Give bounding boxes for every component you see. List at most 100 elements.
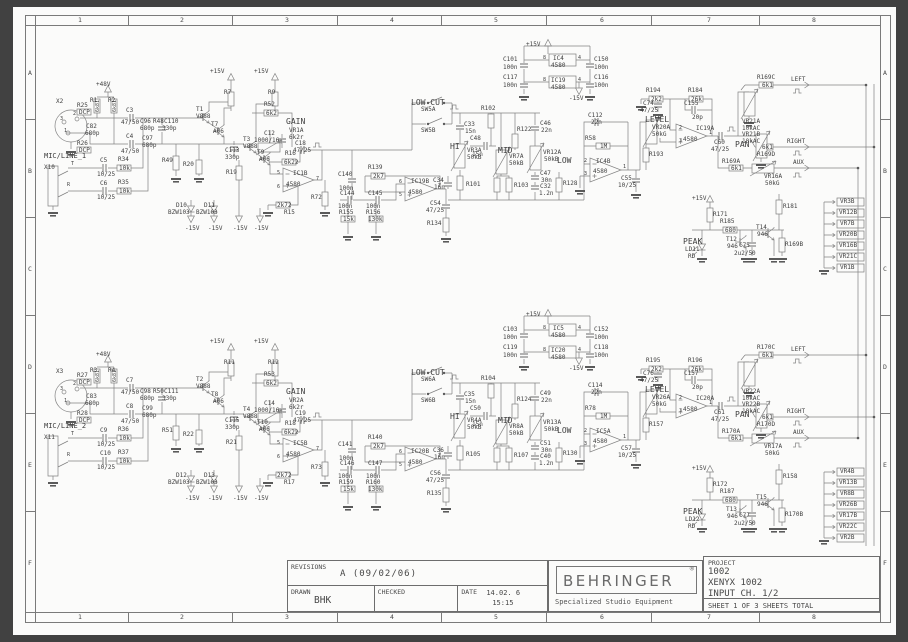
schematic-text: -15V <box>208 225 223 232</box>
schematic-text: 10/25 <box>97 171 116 178</box>
schematic-text: 100n <box>339 455 354 462</box>
schematic-text: C96 <box>140 118 151 125</box>
schematic-text: 100n <box>338 203 353 210</box>
schematic-text: DCP <box>79 417 90 424</box>
schematic-text: R36 <box>118 426 129 433</box>
schematic-text: R139 <box>368 164 383 171</box>
schematic-text: V888 <box>243 143 258 150</box>
schematic-text: IC5A <box>596 428 611 435</box>
schematic-text: MIC/LINE_1 <box>44 152 87 160</box>
schematic-text: 5 <box>277 170 281 176</box>
schematic-text: 6 <box>277 184 281 190</box>
schematic-text: 946 <box>757 501 768 508</box>
schematic-text: 4580 <box>551 354 566 361</box>
schematic-text: R160 <box>366 479 381 486</box>
brand-name: BEHRINGER <box>563 572 675 590</box>
brand-block: BEHRINGER ® Specialized Studio Equipment <box>548 560 703 612</box>
frame-divider <box>128 15 129 25</box>
schematic-text: 330p <box>162 125 177 132</box>
schematic-text: SW5A <box>421 106 436 113</box>
frame-divider <box>337 15 338 25</box>
schematic-text: 47/25 <box>640 377 659 384</box>
schematic-text: 10k <box>119 165 130 172</box>
frame-reference: 3 <box>285 16 289 24</box>
schematic-text: 47/25 <box>426 207 445 214</box>
schematic-text: 10kAC <box>742 125 761 132</box>
schematic-text: T1 <box>196 106 204 113</box>
schematic-text: 6k2 <box>266 380 277 387</box>
schematic-text: R172 <box>713 481 728 488</box>
schematic-text: LD11 <box>685 246 700 253</box>
schematic-text: R11 <box>224 359 235 366</box>
schematic-text: C8 <box>126 403 134 410</box>
schematic-text: 680p <box>142 412 157 419</box>
time-value: 15:15 <box>492 599 514 607</box>
schematic-text: R170C <box>757 344 776 351</box>
frame-reference: B <box>883 167 887 175</box>
schematic-text: 1 <box>623 164 627 170</box>
schematic-text: 10/25 <box>618 452 637 459</box>
frame-reference: A <box>883 69 887 77</box>
schematic-text: R21 <box>226 439 237 446</box>
schematic-text: R196 <box>688 357 703 364</box>
schematic-text: R53 <box>264 371 275 378</box>
schematic-text: R169B <box>785 241 804 248</box>
schematic-text: R159 <box>339 479 354 486</box>
frame-reference: F <box>883 559 887 567</box>
schematic-text: PEAK <box>683 237 703 246</box>
schematic-text: 100n <box>594 64 609 71</box>
schematic-text: C152 <box>594 326 609 333</box>
schematic-text: R105 <box>466 451 481 458</box>
schematic-text: X10 <box>44 164 55 171</box>
schematic-text: IC19B <box>411 178 430 185</box>
schematic-text: IC20 <box>551 347 566 354</box>
schematic-text: BZW103 <box>196 479 218 486</box>
schematic-text: D10 <box>176 202 187 209</box>
schematic-text: R135 <box>427 490 442 497</box>
schematic-text: C97 <box>142 135 153 142</box>
schematic-text: 4 <box>578 77 582 83</box>
schematic-text: 946 <box>757 231 768 238</box>
schematic-text: 6k1 <box>762 414 773 421</box>
schematic-text: 8 <box>543 77 547 83</box>
schematic-text: 8 <box>543 55 547 61</box>
frame-reference: 6 <box>600 613 604 621</box>
frame-divider <box>546 612 547 622</box>
schematic-text: -15V <box>254 495 269 502</box>
schematic-text: 47/50 <box>121 119 140 126</box>
schematic-text: R156 <box>366 209 381 216</box>
schematic-text: 2k2 <box>651 366 662 373</box>
schematic-text: VR21A <box>742 118 761 125</box>
schematic-text: 6 <box>277 454 281 460</box>
schematic-text: R185 <box>720 218 735 225</box>
schematic-text: 22n <box>591 389 602 396</box>
schematic-text: 1 <box>709 400 713 406</box>
schematic-text: 16n <box>434 184 445 191</box>
schematic-text: C4 <box>126 133 134 140</box>
frame-divider <box>881 511 891 512</box>
schematic-text: 3 <box>679 408 683 414</box>
schematic-text: D13 <box>204 472 215 479</box>
schematic-text: R12 <box>268 359 279 366</box>
schematic-text: C6 <box>100 180 108 187</box>
schematic-text: C9 <box>100 427 108 434</box>
schematic-text: 4580 <box>551 84 566 91</box>
schematic-text: 8 <box>543 325 547 331</box>
schematic-text: 946 <box>727 513 738 520</box>
schematic-text: 50kG <box>765 180 780 187</box>
schematic-text: R103 <box>514 182 529 189</box>
schematic-text: C118 <box>594 344 609 351</box>
frame-reference: 3 <box>285 613 289 621</box>
schematic-text: 50kB <box>509 430 524 437</box>
frame-reference: C <box>883 265 887 273</box>
schematic-text: A06 <box>259 426 270 433</box>
schematic-text: 946 <box>727 243 738 250</box>
schematic-text: T15 <box>756 494 767 501</box>
schematic-text: 47/50 <box>121 148 140 155</box>
schematic-text: +15V <box>210 338 225 345</box>
frame-divider <box>25 413 35 414</box>
schematic-text: RIGHT <box>787 138 806 145</box>
schematic-text: 15n <box>465 398 476 405</box>
schematic-text: VR22B <box>742 401 761 408</box>
schematic-text: 4 <box>578 347 582 353</box>
